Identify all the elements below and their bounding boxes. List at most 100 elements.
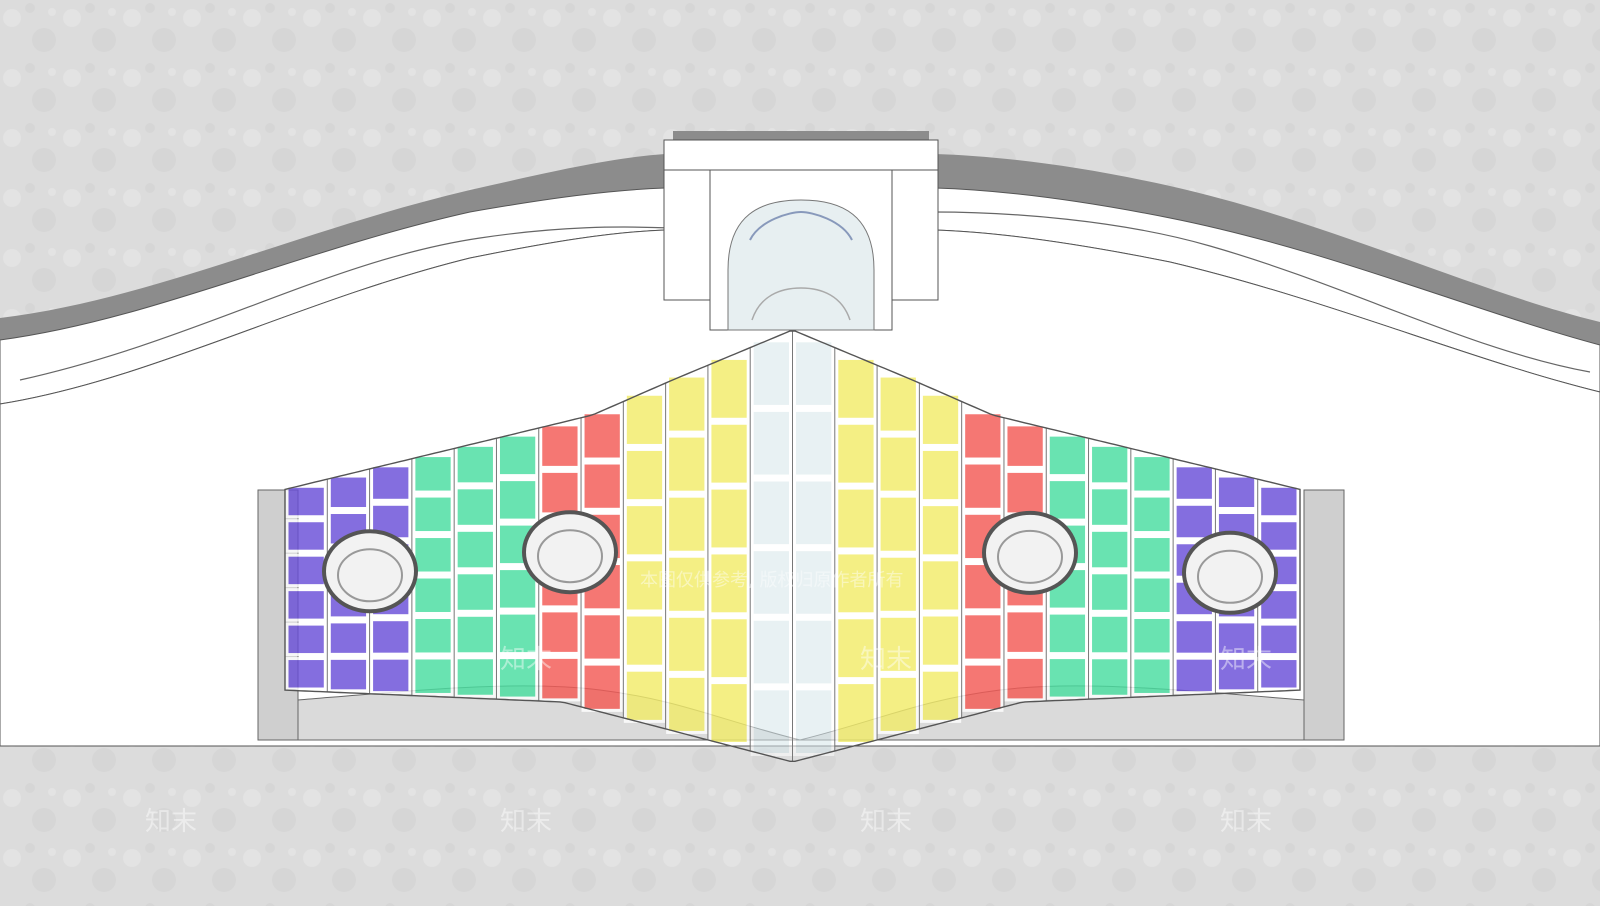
glass-panel bbox=[708, 681, 750, 745]
facade-recess-right bbox=[1303, 489, 1345, 741]
tower-side-right bbox=[891, 169, 939, 301]
glass-panel bbox=[1004, 469, 1046, 516]
glass-panel bbox=[370, 656, 412, 695]
tower-side-left bbox=[663, 169, 711, 301]
glass-panel bbox=[412, 535, 454, 575]
glass-panel bbox=[412, 454, 454, 494]
glass-panel bbox=[708, 421, 750, 486]
glass-panel bbox=[835, 356, 877, 421]
watermark-brand: 知末 bbox=[145, 807, 197, 837]
glass-panel bbox=[793, 478, 835, 548]
glass-panel bbox=[1004, 655, 1046, 702]
glass-panel bbox=[793, 687, 835, 756]
glass-panel bbox=[496, 611, 539, 656]
glass-panel bbox=[623, 613, 666, 668]
glass-panel bbox=[539, 609, 581, 655]
glass-panel bbox=[581, 461, 623, 511]
glass-panel bbox=[370, 618, 412, 656]
glass-panel bbox=[623, 392, 666, 447]
glass-facade bbox=[285, 339, 1300, 756]
glass-panel bbox=[539, 655, 581, 702]
glass-panel bbox=[623, 668, 666, 723]
glass-panel bbox=[962, 461, 1004, 511]
glass-panel bbox=[539, 423, 581, 469]
glass-panel bbox=[1258, 622, 1300, 657]
roof-rail-right bbox=[933, 211, 1591, 373]
watermark-brand: 知末 bbox=[500, 645, 552, 675]
glass-dome-ring bbox=[751, 287, 851, 321]
glass-panel bbox=[539, 469, 581, 516]
glass-panel bbox=[1089, 656, 1131, 698]
glass-panel bbox=[708, 616, 750, 681]
glass-panel bbox=[1258, 484, 1300, 519]
glass-panel bbox=[1089, 571, 1131, 613]
glass-panel bbox=[496, 656, 539, 700]
glass-panel bbox=[454, 443, 496, 486]
tower-cap-shadow bbox=[673, 131, 929, 141]
glass-panel bbox=[285, 484, 327, 519]
glass-panel bbox=[835, 551, 877, 616]
glass-panel bbox=[666, 494, 708, 554]
glass-panel bbox=[454, 486, 496, 528]
glass-panel bbox=[1046, 656, 1089, 700]
glass-panel bbox=[877, 494, 919, 554]
glass-panel bbox=[835, 616, 877, 681]
glass-panel bbox=[750, 408, 792, 478]
watermark-notice: 本图仅供参考, 版权归原作者所有 bbox=[640, 570, 903, 591]
glass-panel bbox=[1173, 618, 1215, 656]
watermark-brand: 知末 bbox=[860, 645, 912, 675]
glass-panel bbox=[623, 503, 666, 558]
facade-outline bbox=[284, 330, 1301, 762]
glass-panel bbox=[877, 674, 919, 734]
glass-panel bbox=[581, 662, 623, 712]
glass-panel bbox=[285, 519, 327, 553]
round-window-frame bbox=[537, 529, 603, 584]
glass-panel bbox=[1131, 615, 1173, 656]
glass-panel bbox=[877, 554, 919, 614]
glass-panel bbox=[877, 374, 919, 434]
glass-panel bbox=[581, 612, 623, 662]
glass-panel bbox=[1046, 433, 1089, 478]
tower-cap bbox=[663, 139, 939, 171]
glass-panel bbox=[285, 622, 327, 657]
glass-panel bbox=[666, 614, 708, 674]
round-window-frame bbox=[337, 548, 403, 603]
glass-panel bbox=[919, 668, 962, 723]
glass-panel bbox=[793, 339, 835, 408]
glass-panel bbox=[1131, 454, 1173, 494]
glass-panel bbox=[877, 434, 919, 494]
glass-panel bbox=[412, 575, 454, 615]
glass-panel bbox=[412, 615, 454, 656]
glass-panel bbox=[793, 548, 835, 617]
glass-panel bbox=[327, 474, 370, 511]
watermark-brand: 知末 bbox=[145, 645, 197, 675]
glass-panel bbox=[327, 620, 370, 656]
glass-panel bbox=[1004, 609, 1046, 655]
glass-panel bbox=[1004, 423, 1046, 469]
glass-panel bbox=[1089, 613, 1131, 656]
watermark-brand: 知末 bbox=[1220, 807, 1272, 837]
glass-panel bbox=[496, 478, 539, 522]
glass-panel bbox=[1215, 620, 1258, 656]
glass-panel bbox=[496, 433, 539, 478]
glass-panel bbox=[962, 612, 1004, 662]
glass-panel bbox=[835, 486, 877, 551]
glass-panel bbox=[1131, 494, 1173, 535]
glass-panel bbox=[666, 374, 708, 434]
watermark-brand: 知末 bbox=[860, 807, 912, 837]
glass-panel bbox=[919, 613, 962, 668]
glass-panel bbox=[454, 571, 496, 613]
glass-panel bbox=[623, 447, 666, 503]
glass-dome bbox=[727, 199, 875, 331]
round-window bbox=[322, 529, 418, 614]
glass-panel bbox=[919, 558, 962, 613]
glass-panel bbox=[1131, 656, 1173, 696]
glass-panel bbox=[285, 657, 327, 691]
glass-panel bbox=[1173, 502, 1215, 541]
glass-panel bbox=[793, 617, 835, 687]
glass-panel bbox=[962, 662, 1004, 712]
glass-panel bbox=[919, 447, 962, 503]
round-window-frame bbox=[997, 529, 1063, 584]
round-window bbox=[1182, 530, 1278, 615]
glass-panel bbox=[919, 392, 962, 447]
